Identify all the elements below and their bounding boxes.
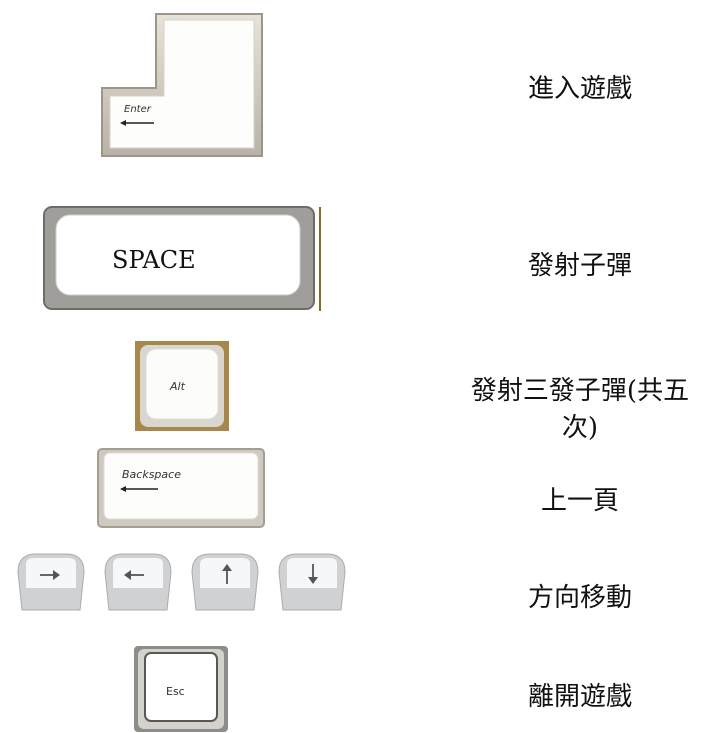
- right-arrow-icon: [40, 570, 60, 580]
- arrows-description: 方向移動: [527, 583, 632, 613]
- space-key: [43, 206, 321, 311]
- left-arrow-key: [104, 553, 172, 611]
- enter-key: [101, 13, 263, 157]
- esc-key-label: Esc: [166, 685, 185, 698]
- enter-key-label: Enter: [124, 104, 151, 115]
- enter-return-arrow-icon: [120, 120, 154, 126]
- left-arrow-icon: [120, 486, 158, 492]
- up-arrow-icon: [222, 564, 232, 584]
- right-arrow-key: [17, 553, 85, 611]
- backspace-key-label: Backspace: [122, 468, 181, 481]
- esc-key: [134, 646, 228, 732]
- alt-key-label: Alt: [170, 380, 185, 393]
- alt-key: [135, 341, 229, 431]
- esc-description: 離開遊戲: [527, 682, 632, 712]
- left-arrow-icon: [124, 570, 144, 580]
- up-arrow-key: [191, 553, 259, 611]
- alt-description: 發射三發子彈(共五次): [470, 376, 690, 443]
- backspace-key: [97, 448, 265, 528]
- space-description: 發射子彈: [527, 251, 632, 281]
- enter-description: 進入遊戲: [527, 74, 632, 104]
- space-key-label: SPACE: [112, 246, 196, 274]
- backspace-description: 上一頁: [540, 486, 619, 516]
- down-arrow-icon: [308, 564, 318, 584]
